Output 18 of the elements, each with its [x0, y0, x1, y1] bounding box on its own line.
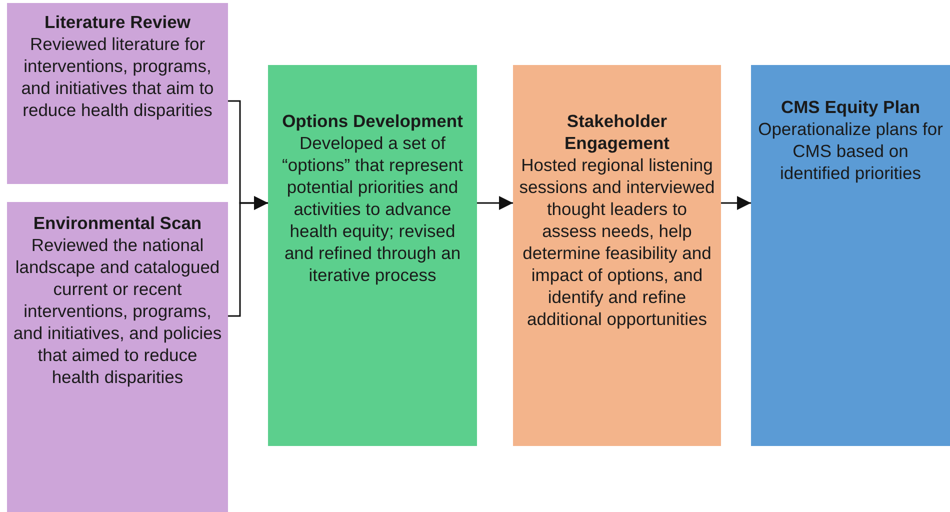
- arrow: [477, 196, 513, 210]
- process-box: [7, 202, 228, 512]
- box-heading: Environmental Scan: [32, 212, 203, 234]
- arrow: [228, 196, 268, 317]
- box-text: Operationalize plans for CMS based on identified priorities: [757, 118, 944, 184]
- box-heading: Literature Review: [44, 11, 192, 33]
- box-heading: Options Development: [281, 110, 464, 132]
- arrow: [721, 196, 751, 210]
- box-text: Developed a set of “options” that represent potential priorities and activities to advance health equity; revised and refined through an iterative process: [281, 132, 464, 286]
- process-box: [513, 65, 721, 446]
- box-text: Reviewed the national landscape and catalogued current or recent interventions, programs, and initiatives, and policies that aimed to reduce health disparities: [13, 234, 222, 388]
- process-box: [7, 3, 228, 184]
- box-text: Reviewed literature for interventions, programs, and initiatives that aim to reduce health disparities: [20, 33, 215, 121]
- box-heading: CMS Equity Plan: [780, 96, 922, 118]
- box-heading: Stakeholder Engagement: [563, 110, 671, 154]
- box-text: Hosted regional listening sessions and interviewed thought leaders to assess needs, help determine feasibility and impact of options, and identify and refine additional opportunities: [519, 154, 715, 330]
- process-box: [751, 65, 950, 446]
- process-box: [268, 65, 477, 446]
